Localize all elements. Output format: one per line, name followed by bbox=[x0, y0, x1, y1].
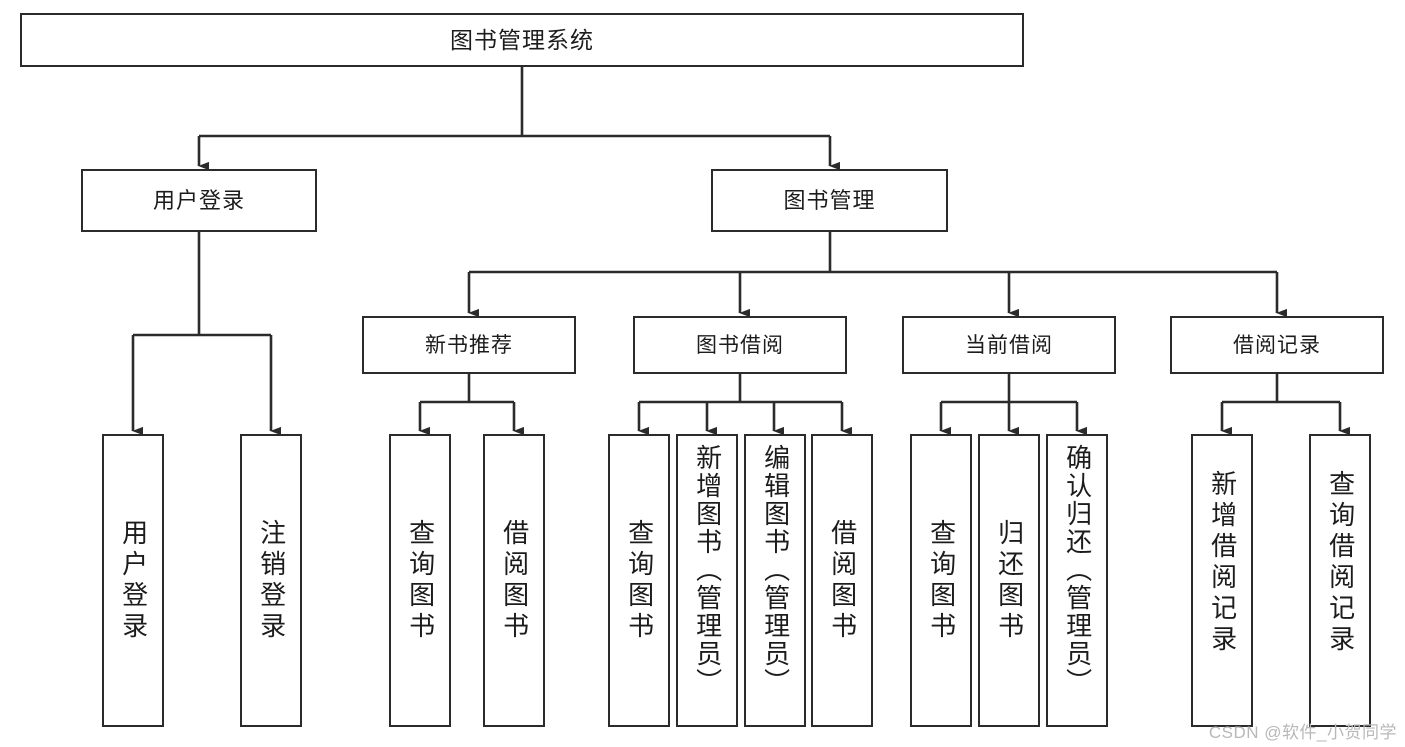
leaf-book-borrow-3[interactable]: 编辑图书（管理员） bbox=[744, 434, 806, 727]
node-book-borrow-label: 图书借阅 bbox=[696, 333, 784, 357]
node-root[interactable]: 图书管理系统 bbox=[20, 13, 1024, 67]
leaf-new-book-1-label: 查询图书 bbox=[405, 518, 436, 643]
node-current-borrow[interactable]: 当前借阅 bbox=[902, 316, 1116, 374]
leaf-user-login-2-label: 注销登录 bbox=[256, 518, 287, 643]
leaf-book-borrow-2-label: 新增图书（管理员） bbox=[692, 444, 723, 696]
leaf-current-borrow-1[interactable]: 查询图书 bbox=[910, 434, 972, 727]
leaf-book-borrow-4[interactable]: 借阅图书 bbox=[811, 434, 873, 727]
leaf-borrow-record-2[interactable]: 查询借阅记录 bbox=[1309, 434, 1371, 727]
leaf-current-borrow-2-label: 归还图书 bbox=[994, 518, 1025, 643]
node-root-label: 图书管理系统 bbox=[450, 26, 594, 53]
leaf-book-borrow-1[interactable]: 查询图书 bbox=[608, 434, 670, 727]
leaf-current-borrow-3[interactable]: 确认归还（管理员） bbox=[1046, 434, 1108, 727]
node-borrow-record[interactable]: 借阅记录 bbox=[1170, 316, 1384, 374]
node-book-borrow[interactable]: 图书借阅 bbox=[633, 316, 847, 374]
leaf-user-login-2[interactable]: 注销登录 bbox=[240, 434, 302, 727]
leaf-book-borrow-4-label: 借阅图书 bbox=[827, 518, 858, 643]
leaf-current-borrow-2[interactable]: 归还图书 bbox=[978, 434, 1040, 727]
node-borrow-record-label: 借阅记录 bbox=[1233, 333, 1321, 357]
node-book-manage[interactable]: 图书管理 bbox=[711, 169, 948, 232]
leaf-borrow-record-1-label: 新增借阅记录 bbox=[1207, 469, 1238, 656]
node-user-login-label: 用户登录 bbox=[152, 187, 245, 213]
node-book-manage-label: 图书管理 bbox=[783, 187, 876, 213]
node-new-book-recommend[interactable]: 新书推荐 bbox=[362, 316, 576, 374]
leaf-book-borrow-3-label: 编辑图书（管理员） bbox=[760, 444, 791, 696]
node-new-book-recommend-label: 新书推荐 bbox=[425, 333, 513, 357]
leaf-book-borrow-1-label: 查询图书 bbox=[624, 518, 655, 643]
leaf-borrow-record-2-label: 查询借阅记录 bbox=[1325, 469, 1356, 656]
leaf-current-borrow-1-label: 查询图书 bbox=[926, 518, 957, 643]
node-current-borrow-label: 当前借阅 bbox=[965, 333, 1053, 357]
node-user-login[interactable]: 用户登录 bbox=[81, 169, 317, 232]
leaf-new-book-2[interactable]: 借阅图书 bbox=[483, 434, 545, 727]
leaf-user-login-1[interactable]: 用户登录 bbox=[102, 434, 164, 727]
leaf-borrow-record-1[interactable]: 新增借阅记录 bbox=[1191, 434, 1253, 727]
leaf-book-borrow-2[interactable]: 新增图书（管理员） bbox=[676, 434, 738, 727]
leaf-new-book-2-label: 借阅图书 bbox=[499, 518, 530, 643]
leaf-new-book-1[interactable]: 查询图书 bbox=[389, 434, 451, 727]
leaf-current-borrow-3-label: 确认归还（管理员） bbox=[1062, 444, 1093, 696]
leaf-user-login-1-label: 用户登录 bbox=[118, 518, 149, 643]
